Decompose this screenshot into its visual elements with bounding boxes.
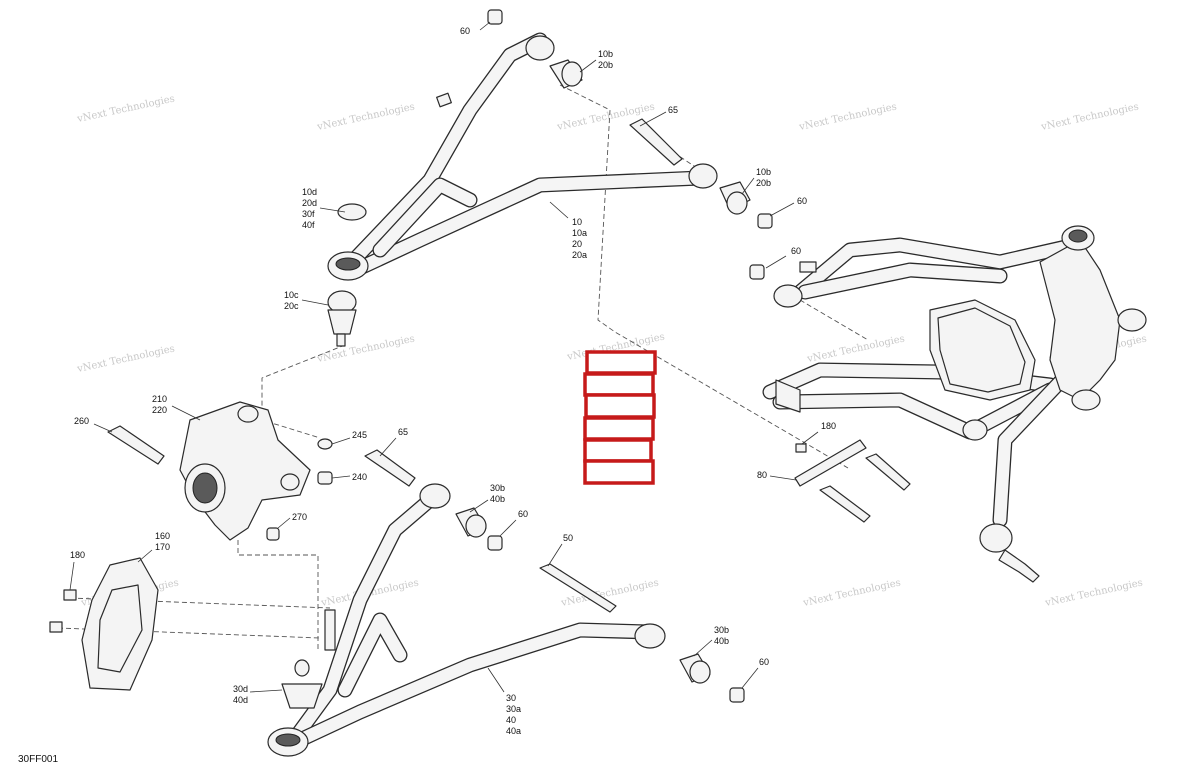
- upper-arm-hardware: [327, 9, 773, 347]
- callout-20: 20: [572, 239, 582, 249]
- lower-a-arm: [267, 483, 666, 757]
- callout-40b: 40b: [490, 494, 505, 504]
- screw-180-right: [795, 443, 807, 453]
- callout-30: 30: [506, 693, 516, 703]
- ball-joint-30d: [294, 659, 310, 677]
- callout-60: 60: [791, 246, 801, 256]
- callout-30f: 30f: [302, 209, 315, 219]
- callout-30b: 30b: [714, 625, 729, 635]
- callout-30a: 30a: [506, 704, 521, 714]
- highlight-box: [583, 459, 655, 485]
- nut-60-right: [749, 264, 765, 280]
- watermark: vNext Technologies: [75, 344, 175, 376]
- lower-arm-hardware: [281, 449, 745, 709]
- nut-60-mid: [757, 213, 773, 229]
- watermark: vNext Technologies: [805, 334, 905, 366]
- callout-20d: 20d: [302, 198, 317, 208]
- steering-knuckle: [107, 401, 333, 541]
- callout-10d: 10d: [302, 187, 317, 197]
- callout-180: 180: [70, 550, 85, 560]
- callout-65: 65: [398, 427, 408, 437]
- callout-40b: 40b: [714, 636, 729, 646]
- callout-60: 60: [460, 26, 470, 36]
- watermark: vNext Technologies: [75, 94, 175, 126]
- washer-245: [317, 438, 333, 450]
- callout-10c: 10c: [284, 290, 299, 300]
- callout-40d: 40d: [233, 695, 248, 705]
- callout-10a: 10a: [572, 228, 587, 238]
- callout-60: 60: [518, 509, 528, 519]
- callout-270: 270: [292, 512, 307, 522]
- callout-60: 60: [797, 196, 807, 206]
- nut-60-lower1: [487, 535, 503, 551]
- brake-shield: [49, 557, 159, 691]
- highlight-box: [583, 438, 653, 463]
- callout-10: 10: [572, 217, 582, 227]
- callout-220: 220: [152, 405, 167, 415]
- assembled-suspension: [749, 225, 1147, 583]
- watermark: vNext Technologies: [315, 102, 415, 134]
- callout-30d: 30d: [233, 684, 248, 694]
- callout-20c: 20c: [284, 301, 299, 311]
- highlight-boxes: [583, 350, 657, 485]
- plate-80: [794, 439, 867, 487]
- assembly-lines: [57, 84, 869, 650]
- diagram-reference-code: 30FF001: [18, 754, 59, 765]
- callout-210: 210: [152, 394, 167, 404]
- snap-ring-10d: [337, 203, 367, 221]
- highlight-box: [583, 372, 655, 397]
- highlight-box: [584, 393, 656, 419]
- callout-20b: 20b: [756, 178, 771, 188]
- watermark: vNext Technologies: [315, 334, 415, 366]
- callout-80: 80: [757, 470, 767, 480]
- bolt-65-mid: [364, 449, 416, 487]
- callout-170: 170: [155, 542, 170, 552]
- screw-180-left-b: [49, 621, 63, 633]
- callout-60: 60: [759, 657, 769, 667]
- nut-60-lower2: [729, 687, 745, 703]
- callout-65: 65: [668, 105, 678, 115]
- callout-180: 180: [821, 421, 836, 431]
- callout-50: 50: [563, 533, 573, 543]
- callout-30b: 30b: [490, 483, 505, 493]
- callout-10b: 10b: [756, 167, 771, 177]
- pin-80-b: [865, 453, 911, 491]
- callout-240: 240: [352, 472, 367, 482]
- nut-240: [317, 471, 333, 485]
- watermark: vNext Technologies: [801, 578, 901, 610]
- screw-180-left-a: [63, 589, 77, 601]
- upper-a-arm: [327, 32, 718, 281]
- bolt-65-top: [629, 118, 683, 166]
- callout-20b: 20b: [598, 60, 613, 70]
- bolt-50: [539, 563, 617, 613]
- callout-245: 245: [352, 430, 367, 440]
- nut-60-top: [487, 9, 503, 25]
- callout-40f: 40f: [302, 220, 315, 230]
- callout-40a: 40a: [506, 726, 521, 736]
- callout-160: 160: [155, 531, 170, 541]
- callout-40: 40: [506, 715, 516, 725]
- pin-80-a: [819, 485, 871, 523]
- watermark: vNext Technologies: [1043, 578, 1143, 610]
- highlight-box: [583, 416, 655, 441]
- callout-10b: 10b: [598, 49, 613, 59]
- bolt-270: [266, 527, 280, 541]
- highlight-box: [585, 350, 657, 375]
- callout-labels: 60 10b 20b 65 10b 20b 60 10 10a 20 20a 1…: [70, 26, 836, 736]
- callout-260: 260: [74, 416, 89, 426]
- leader-lines: [69, 21, 819, 693]
- bolt-260: [107, 425, 165, 465]
- watermark: vNext Technologies: [1039, 102, 1139, 134]
- callout-20a: 20a: [572, 250, 587, 260]
- watermark: vNext Technologies: [797, 102, 897, 134]
